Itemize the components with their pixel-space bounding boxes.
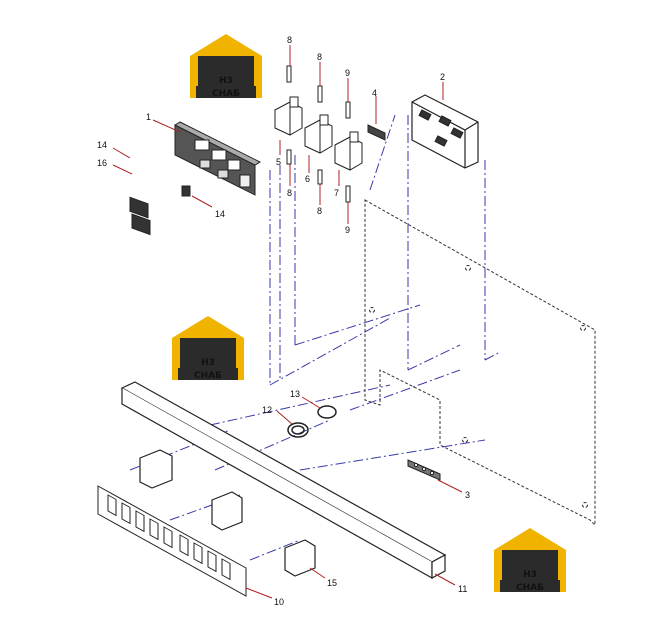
callout-14: 14 <box>215 209 225 219</box>
callout-15: 15 <box>327 578 337 588</box>
logo-word: СНАБ <box>516 583 544 593</box>
part-4-bracket <box>367 124 386 141</box>
callout-2: 2 <box>440 72 445 82</box>
part-10-rack-panel <box>97 485 247 597</box>
part-13-ring <box>317 405 337 419</box>
part-5-relay <box>274 96 303 136</box>
callout-7: 7 <box>334 188 339 198</box>
logo-mark: H3 <box>523 570 537 580</box>
logo-body <box>198 56 254 90</box>
watermark-logo-top: H3 СНАБ <box>190 34 262 99</box>
callout-16: 16 <box>97 158 107 168</box>
rack-bracket-middle <box>211 491 243 531</box>
part-7-relay <box>334 131 363 171</box>
logo-band <box>196 86 256 98</box>
watermark-logo-middle: H3 СНАБ <box>172 316 244 381</box>
part-2-control-unit <box>411 94 479 169</box>
part-14-connector-upper <box>129 196 149 219</box>
callout-1: 1 <box>146 112 151 122</box>
logo-word: СНАБ <box>212 89 240 99</box>
callout-4: 4 <box>372 88 377 98</box>
callout-10: 10 <box>274 597 284 607</box>
callout-8: 8 <box>287 35 292 45</box>
leader-lines <box>112 45 463 599</box>
rack-bracket-left <box>139 449 173 489</box>
part-11-beam <box>120 381 447 580</box>
logo-body <box>180 338 236 372</box>
logo-mark: H3 <box>219 76 233 86</box>
callout-11: 11 <box>458 584 467 594</box>
part-1-electronics-board <box>173 121 262 196</box>
watermark-logo-bottom: H3 СНАБ <box>494 528 566 593</box>
part-6-relay <box>304 114 333 154</box>
part-3-terminal-strip <box>407 459 441 481</box>
callout-9: 9 <box>345 68 350 78</box>
logo-band <box>178 368 238 380</box>
callout-12: 12 <box>262 405 272 415</box>
logo-band <box>500 580 560 592</box>
callout-9: 9 <box>345 225 350 235</box>
part-12-nut <box>287 422 309 438</box>
part-15-bracket <box>284 539 316 577</box>
callout-8: 8 <box>317 52 322 62</box>
callout-3: 3 <box>465 490 470 500</box>
callout-14: 14 <box>97 140 107 150</box>
callout-13: 13 <box>290 389 300 399</box>
mounting-plate <box>364 199 596 527</box>
callout-8: 8 <box>287 188 292 198</box>
logo-mark: H3 <box>201 358 215 368</box>
callout-8: 8 <box>317 206 322 216</box>
callout-5: 5 <box>276 157 281 167</box>
part-16-connector <box>131 213 151 236</box>
callout-6: 6 <box>305 174 310 184</box>
logo-word: СНАБ <box>194 371 222 381</box>
logo-body <box>502 550 558 584</box>
callout-labels: 1 2 3 4 5 6 7 8 8 9 8 8 9 10 11 12 13 14… <box>97 35 470 607</box>
part-14-connector-lower <box>181 185 191 197</box>
assembly-lines <box>129 114 501 561</box>
